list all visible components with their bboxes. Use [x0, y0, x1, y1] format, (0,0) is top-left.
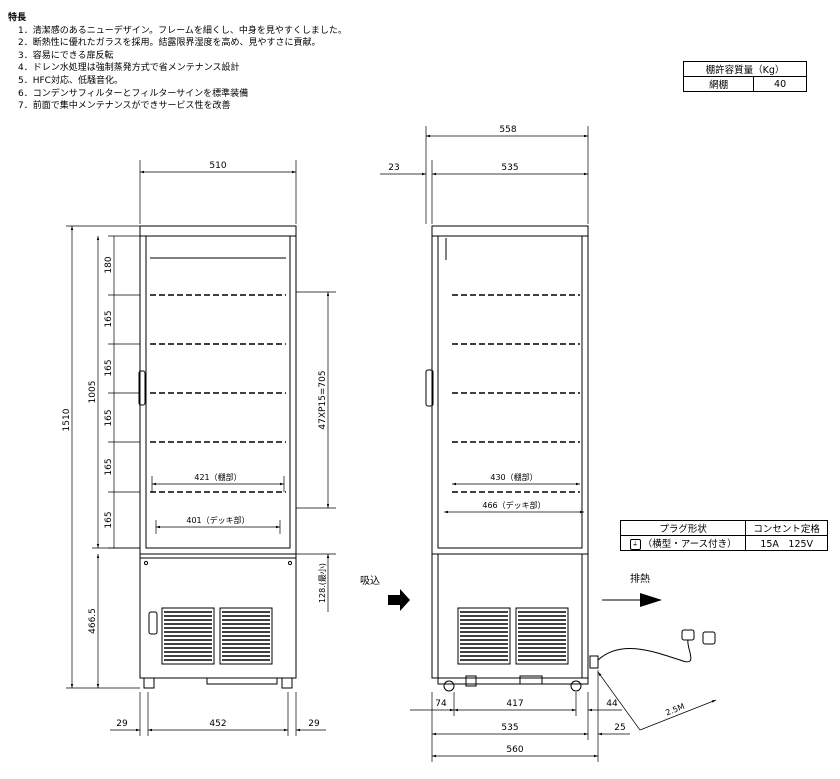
dim-shelf-depth: 430（棚部）: [490, 472, 537, 482]
feature-item: 1．清潔感のあるニューデザイン。フレームを細くし、中身を見やすくしました。: [18, 25, 347, 36]
plug-type-text: （横型・アース付き）: [642, 539, 737, 550]
dim-offset: 23: [388, 163, 399, 173]
shelf-table-label: 網棚: [682, 76, 755, 92]
feature-item: 6．コンデンサフィルターとフィルターサインを標準装備: [18, 88, 249, 99]
front-louvers: [161, 607, 273, 665]
feature-item: 4．ドレン水処理は強制蒸発方式で省メンテナンス設計: [18, 63, 240, 74]
dim-cord-length: 2.5M: [664, 702, 686, 718]
dim-bottom-mid: 417: [506, 699, 523, 709]
dim-cabinet-height: 1005: [88, 381, 98, 404]
front-shelves: [150, 294, 286, 493]
dim-deck-depth: 466（デッキ部）: [482, 500, 545, 510]
dim-total-height: 1510: [62, 408, 72, 431]
exhaust-label: 排熱: [630, 572, 650, 585]
dim-bottom-right: 29: [308, 719, 320, 729]
side-louver-right: [515, 607, 569, 665]
dim-bottom-total: 560: [506, 745, 523, 755]
dim-bottom-back: 44: [606, 699, 618, 709]
intake-label: 吸込: [360, 575, 380, 587]
side-view: [425, 225, 716, 692]
dim-shelf-width: 421（棚部）: [194, 472, 241, 482]
feature-item: 2．断熱性に優れたガラスを採用。結露限界湿度を高め、見やすさに貢献。: [18, 38, 321, 49]
control-panel: [148, 611, 158, 635]
front-door-handle: [138, 370, 146, 406]
dim-shelf-top: 180: [104, 256, 114, 273]
dim-base-height: 466.5: [88, 608, 98, 634]
feature-item: 5．HFC対応、低騒音化。: [18, 75, 123, 86]
dim-shelf-gap: 165: [104, 458, 114, 475]
dim-bottom-front: 74: [435, 699, 447, 709]
caster-back: [570, 680, 582, 692]
features-title: 特長: [8, 13, 27, 23]
front-base-unit: [139, 553, 297, 679]
shelf-table-value: 40: [753, 76, 807, 92]
power-inlet: [589, 655, 599, 669]
front-glass-frame: [145, 235, 291, 549]
caster-front: [443, 680, 455, 692]
side-door-handle: [425, 369, 434, 407]
front-case-outline: [139, 225, 297, 555]
dim-plug-offset: 25: [614, 723, 625, 733]
dim-shelf-gap: 165: [104, 359, 114, 376]
plug-rating-cell: 15A 125V: [745, 535, 828, 551]
plug-type-cell: ⏚（横型・アース付き）: [619, 535, 747, 551]
front-dimension-labels: 510 1510 1005 466.5 180 165 165 165 165 …: [62, 161, 328, 729]
dim-overall-depth: 558: [499, 125, 516, 135]
side-shelves: [452, 294, 580, 493]
dim-bottom-depth: 535: [501, 723, 518, 733]
plug-icon: [681, 629, 695, 641]
intake-arrow-icon: [388, 589, 410, 611]
dim-bottom-center: 452: [209, 719, 226, 729]
shelf-capacity-table: 棚許容質量（Kg） 網棚 40: [682, 61, 807, 92]
dim-depth: 535: [501, 163, 518, 173]
front-kickplate: [206, 677, 278, 685]
features-section: 特長 1．清潔感のあるニューデザイン。フレームを細くし、中身を見やすくしました。…: [8, 12, 347, 113]
airflow-arrows: 吸込 排熱: [360, 572, 662, 611]
front-foot-left: [143, 677, 155, 689]
feature-item: 7．前面で集中メンテナンスができサービス性を改善: [18, 101, 231, 112]
dim-shelf-gap: 165: [104, 409, 114, 426]
outlet-icon: [702, 631, 716, 645]
power-cord: [597, 639, 692, 663]
dim-deck-width: 401（デッキ部）: [186, 515, 249, 525]
side-louver-left: [457, 607, 511, 665]
outlet-icon: ⏚: [629, 539, 641, 550]
dim-pitch: 47XP15=705: [318, 370, 328, 429]
feature-item: 3．容易にできる扉反転: [18, 50, 114, 61]
front-view: [138, 225, 297, 689]
front-foot-right: [281, 677, 293, 689]
exhaust-arrow-icon: [640, 593, 662, 607]
dim-top-width: 510: [209, 161, 226, 171]
plug-spec-table: プラグ形状 コンセント定格 ⏚（横型・アース付き） 15A 125V: [619, 520, 828, 551]
dim-shelf-gap: 165: [104, 310, 114, 327]
dim-deck-min: 128.(最小): [318, 563, 327, 603]
side-dimensions: [380, 126, 717, 762]
front-dimensions: [66, 160, 336, 736]
dim-shelf-gap: 165: [104, 511, 114, 528]
dim-bottom-left: 29: [116, 719, 128, 729]
